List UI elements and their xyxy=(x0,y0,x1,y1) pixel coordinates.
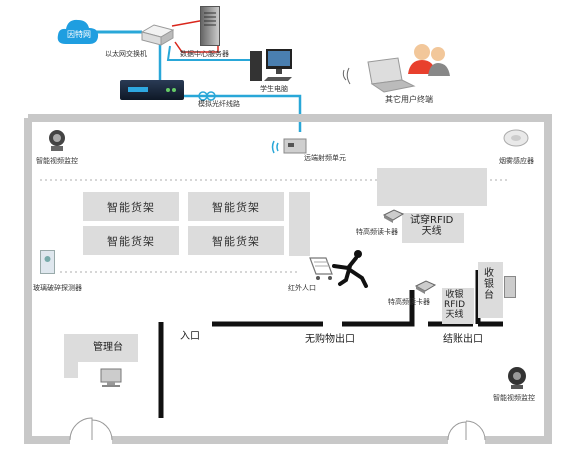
management-desk-label: 管理台 xyxy=(93,342,123,353)
internet-label: 因特网 xyxy=(67,30,91,39)
no-purchase-exit-label: 无购物出口 xyxy=(305,334,355,345)
entrance-label: 入口 xyxy=(180,331,200,342)
video-monitor-bottom-label: 智能视频监控 xyxy=(493,394,535,402)
server-tower xyxy=(200,6,220,46)
optical-line-label: 模拟光纤线路 xyxy=(198,100,240,108)
checkout-exit-label: 结账出口 xyxy=(443,334,483,345)
checkout-antenna-label: 收银 RFID 天线 xyxy=(444,290,466,320)
wall-checkout xyxy=(342,290,415,327)
optical-router xyxy=(120,80,184,100)
side-shelf xyxy=(289,192,310,256)
link-switch-pc xyxy=(166,45,255,61)
cloud-icon xyxy=(57,19,99,44)
door-left-a xyxy=(69,417,93,441)
infrared-label: 红外人口 xyxy=(288,284,316,292)
checkout-counter-label: 收 银 台 xyxy=(484,268,494,301)
smart-shelf-3: 智能货架 xyxy=(83,226,179,255)
internet-cloud: 因特网 xyxy=(56,16,100,48)
fitting-antenna-label: 试穿RFID 天线 xyxy=(410,215,454,237)
management-desk-side xyxy=(64,334,78,378)
desktop-pc-icon xyxy=(250,49,292,81)
student-pc-label: 学生电脑 xyxy=(260,85,288,93)
security-camera-icon xyxy=(49,130,65,151)
video-monitor-top-label: 智能视频监控 xyxy=(36,157,78,165)
glass-sensor-icon xyxy=(44,256,51,262)
other-terminals-label: 其它用户终端 xyxy=(385,95,433,104)
shopping-cart-icon xyxy=(309,250,368,288)
security-camera-icon xyxy=(508,367,526,389)
smoke-sensor-label: 烟雾感应器 xyxy=(499,157,534,165)
uhf-reader-2-label: 特高频读卡器 xyxy=(388,298,430,306)
smoke-detector-icon xyxy=(503,129,529,147)
switch-icon xyxy=(140,24,174,46)
ethernet-switch-label: 以太网交换机 xyxy=(105,50,147,58)
router-icon xyxy=(128,87,176,92)
checkout-antenna-block xyxy=(442,288,474,324)
computer-icon xyxy=(100,368,122,387)
glass-break-detector xyxy=(40,250,55,274)
wall-outer xyxy=(28,114,552,444)
link-switch-server xyxy=(171,19,206,27)
users-laptop-icon xyxy=(342,44,450,93)
glass-break-label: 玻璃破碎探测器 xyxy=(33,284,82,292)
smart-shelf-4: 智能货架 xyxy=(188,226,284,255)
fitting-area xyxy=(377,168,487,206)
card-reader-icon xyxy=(414,280,436,294)
checkout-counter xyxy=(478,262,503,318)
door-right-a xyxy=(447,421,467,441)
uhf-reader-1-label: 特高频读卡器 xyxy=(356,228,398,236)
rf-unit-icon xyxy=(271,138,307,154)
pos-terminal xyxy=(504,276,516,298)
remote-unit-label: 远端射频单元 xyxy=(304,154,346,162)
smart-shelf-2: 智能货架 xyxy=(188,192,284,221)
data-center-server-label: 数据中心服务器 xyxy=(180,50,229,58)
smart-shelf-1: 智能货架 xyxy=(83,192,179,221)
card-reader-icon xyxy=(382,209,404,223)
server-icon xyxy=(204,12,216,26)
fitting-antenna-block xyxy=(402,213,464,243)
